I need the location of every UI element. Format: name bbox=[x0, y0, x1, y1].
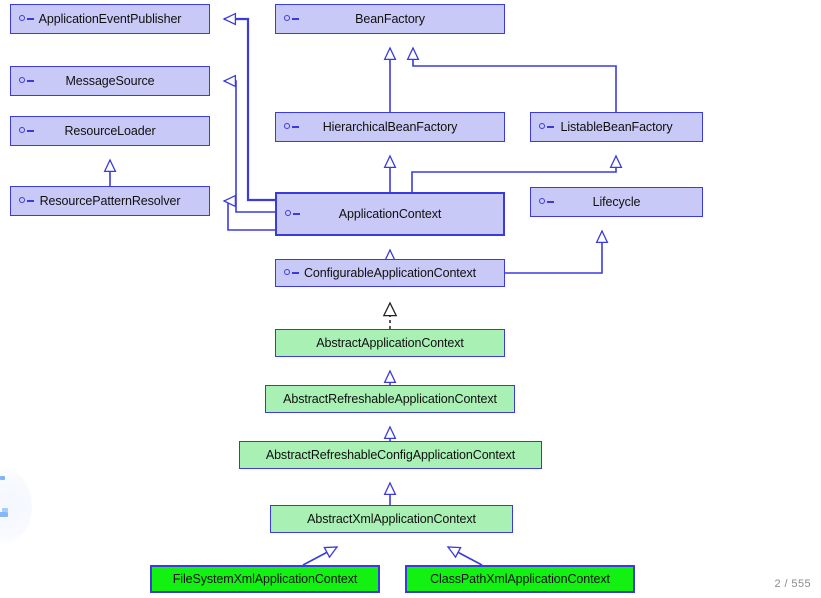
class-name-label: AbstractRefreshableApplicationContext bbox=[283, 392, 497, 406]
class-name-label: MessageSource bbox=[65, 74, 155, 88]
interface-lollipop-icon bbox=[539, 122, 555, 132]
class-name-label: HierarchicalBeanFactory bbox=[322, 120, 458, 134]
class-name-label: ApplicationContext bbox=[338, 207, 442, 221]
class-name-label: BeanFactory bbox=[355, 12, 425, 26]
class-name-label: ListableBeanFactory bbox=[560, 120, 673, 134]
page-indicator: 2 / 555 bbox=[774, 578, 811, 590]
class-box-abstract-refreshable-config-application-context[interactable]: AbstractRefreshableConfigApplicationCont… bbox=[239, 441, 542, 469]
class-name-label: FileSystemXmlApplicationContext bbox=[172, 572, 358, 586]
class-box-file-system-xml-application-context[interactable]: FileSystemXmlApplicationContext bbox=[150, 565, 380, 593]
class-name-label: AbstractXmlApplicationContext bbox=[307, 512, 476, 526]
interface-lollipop-icon bbox=[284, 122, 300, 132]
interface-lollipop-icon bbox=[284, 14, 300, 24]
class-box-abstract-refreshable-application-context[interactable]: AbstractRefreshableApplicationContext bbox=[265, 385, 515, 413]
class-box-message-source[interactable]: MessageSource bbox=[10, 66, 210, 96]
class-box-resource-loader[interactable]: ResourceLoader bbox=[10, 116, 210, 146]
class-name-label: AbstractRefreshableConfigApplicationCont… bbox=[265, 448, 516, 462]
class-name-label: Lifecycle bbox=[592, 195, 641, 209]
edge-filesystemxml-to-abstractxml bbox=[302, 546, 339, 566]
interface-lollipop-icon bbox=[19, 126, 35, 136]
class-box-application-context[interactable]: ApplicationContext bbox=[275, 192, 505, 236]
edge-appcontext-to-messagesource bbox=[222, 74, 275, 213]
class-box-listable-bean-factory[interactable]: ListableBeanFactory bbox=[530, 112, 703, 142]
class-box-abstract-xml-application-context[interactable]: AbstractXmlApplicationContext bbox=[270, 505, 513, 533]
edge-appcontext-to-resourcepatternresolver bbox=[222, 194, 275, 231]
edge-appcontext-to-applicationeventpublisher bbox=[222, 12, 275, 202]
class-name-label: ResourcePatternResolver bbox=[39, 194, 181, 208]
edge-configurableappcontext-to-lifecycle bbox=[505, 229, 609, 274]
class-name-label: ConfigurableApplicationContext bbox=[303, 266, 477, 280]
class-name-label: AbstractApplicationContext bbox=[316, 336, 464, 350]
class-box-class-path-xml-application-context[interactable]: ClassPathXmlApplicationContext bbox=[405, 565, 635, 593]
class-name-label: ClassPathXmlApplicationContext bbox=[430, 572, 610, 586]
class-box-abstract-application-context[interactable]: AbstractApplicationContext bbox=[275, 329, 505, 357]
class-box-lifecycle[interactable]: Lifecycle bbox=[530, 187, 703, 217]
orb-mark-upper bbox=[0, 476, 5, 480]
class-name-label: ApplicationEventPublisher bbox=[38, 12, 182, 26]
class-box-application-event-publisher[interactable]: ApplicationEventPublisher bbox=[10, 4, 210, 34]
interface-lollipop-icon bbox=[19, 76, 35, 86]
class-box-resource-pattern-resolver[interactable]: ResourcePatternResolver bbox=[10, 186, 210, 216]
class-box-hierarchical-bean-factory[interactable]: HierarchicalBeanFactory bbox=[275, 112, 505, 142]
edge-classpathxml-to-abstractxml bbox=[446, 546, 483, 566]
class-box-configurable-application-context[interactable]: ConfigurableApplicationContext bbox=[275, 259, 505, 287]
orb-mark-lower-tip bbox=[2, 508, 8, 512]
interface-lollipop-icon bbox=[539, 197, 555, 207]
interface-lollipop-icon bbox=[19, 14, 35, 24]
interface-lollipop-icon bbox=[284, 268, 300, 278]
class-box-bean-factory[interactable]: BeanFactory bbox=[275, 4, 505, 34]
edge-appcontext-to-listablebeanfactory bbox=[411, 154, 623, 192]
class-name-label: ResourceLoader bbox=[64, 124, 156, 138]
edge-listablebeanfactory-to-beanfactory bbox=[406, 46, 617, 112]
interface-lollipop-icon bbox=[19, 196, 35, 206]
orb-mark-lower bbox=[0, 512, 8, 517]
interface-lollipop-icon bbox=[285, 209, 301, 219]
